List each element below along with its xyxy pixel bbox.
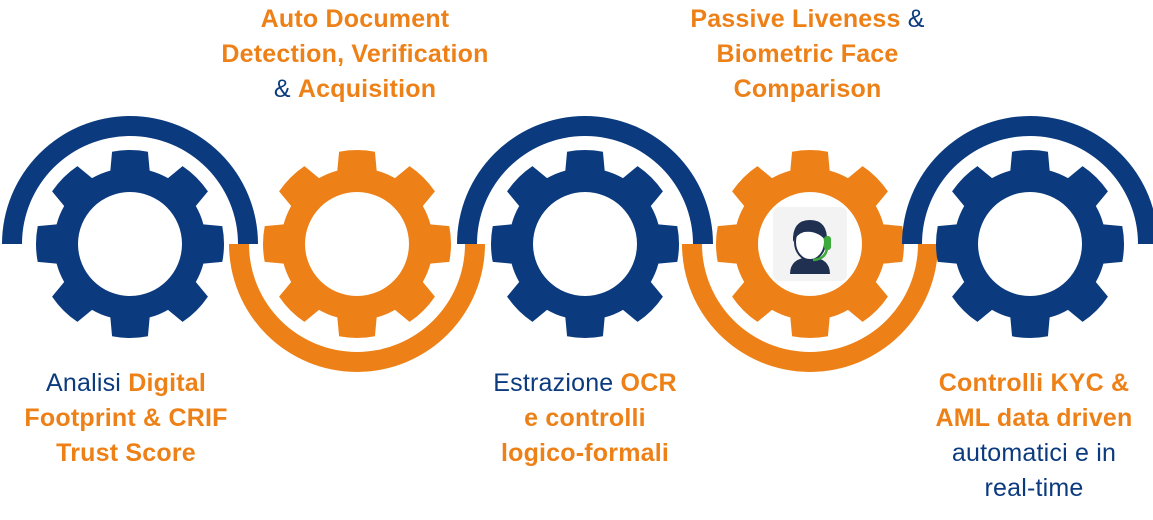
gear-icon-liveness <box>716 150 904 338</box>
caption-line: Footprint & CRIF <box>0 401 252 436</box>
caption-text: Biometric Face <box>716 40 899 68</box>
headset-mic <box>812 247 829 262</box>
caption-line: Auto Document <box>190 2 520 37</box>
caption-text: Controlli KYC & <box>938 369 1130 397</box>
caption-text: Detection, Verification <box>221 40 489 68</box>
caption-line: Controlli KYC & <box>915 366 1153 401</box>
connector-arc-document <box>229 244 485 372</box>
caption-text: Analisi <box>46 369 129 397</box>
caption-text: Trust Score <box>56 439 196 467</box>
caption-text: real-time <box>984 474 1084 502</box>
caption-line: real-time <box>915 471 1153 506</box>
caption-text: OCR <box>620 369 677 397</box>
caption-line: AML data driven <box>915 401 1153 436</box>
caption-line: Biometric Face <box>660 37 955 72</box>
gear-icon-document <box>263 150 451 338</box>
caption-text: logico-formali <box>500 439 670 467</box>
caption-text: & <box>273 75 298 103</box>
connector-arc-ocr <box>457 116 713 244</box>
caption-text: Digital <box>128 369 206 397</box>
caption-text: automatici e in <box>951 439 1117 467</box>
connector-arc-liveness <box>682 244 938 372</box>
caption-text: & <box>900 5 925 33</box>
caption-text: Acquisition <box>297 75 437 103</box>
caption-text: Auto Document <box>260 5 450 33</box>
caption-text: Footprint & CRIF <box>24 404 228 432</box>
headset-earpiece <box>824 236 831 250</box>
caption-text: Passive Liveness <box>690 5 901 33</box>
gear-icon-ocr <box>490 150 679 338</box>
caption-text: Comparison <box>733 75 882 103</box>
caption-text: e controlli <box>524 404 646 432</box>
step-caption-ocr: Estrazione OCR e controlli logico-formali <box>465 366 705 471</box>
caption-line: Analisi Digital <box>0 366 252 401</box>
caption-line: Trust Score <box>0 436 252 471</box>
gear-icon-kyc-aml <box>935 150 1124 338</box>
caption-line: e controlli <box>465 401 705 436</box>
caption-line: Passive Liveness & <box>660 2 955 37</box>
shoulders-shape <box>790 257 830 274</box>
caption-line: & Acquisition <box>190 72 520 107</box>
caption-text: AML data driven <box>935 404 1133 432</box>
headset-operator-icon <box>773 207 847 281</box>
step-caption-kyc-aml: Controlli KYC & AML data driven automatici… <box>915 366 1153 506</box>
gear-icon-digital-footprint <box>35 150 224 338</box>
caption-line: automatici e in <box>915 436 1153 471</box>
connector-arc-kyc-aml <box>902 116 1153 244</box>
caption-text: Estrazione <box>493 369 621 397</box>
caption-line: logico-formali <box>465 436 705 471</box>
caption-line: Comparison <box>660 72 955 107</box>
caption-line: Detection, Verification <box>190 37 520 72</box>
caption-line: Estrazione OCR <box>465 366 705 401</box>
hair-shape <box>792 220 828 242</box>
connector-arc-digital-footprint <box>2 116 258 244</box>
